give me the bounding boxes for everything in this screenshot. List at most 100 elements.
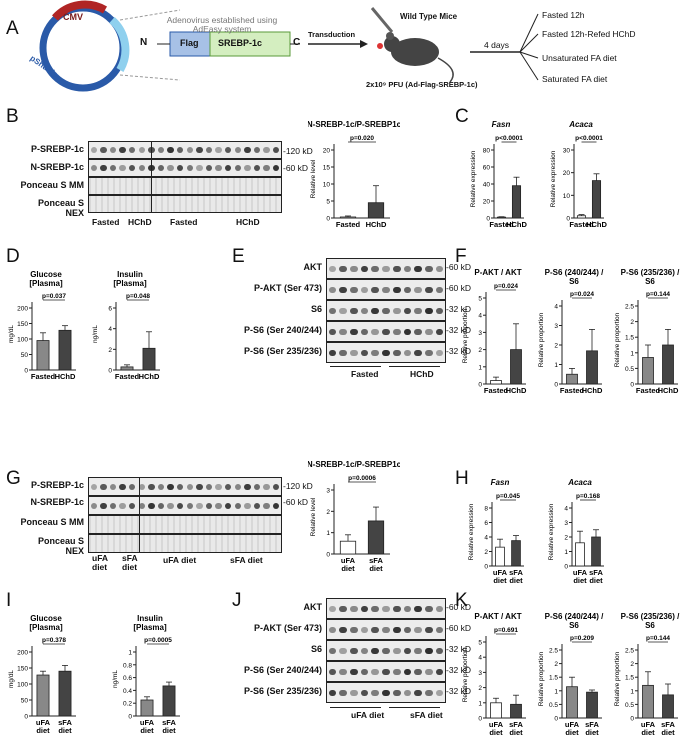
blot-band bbox=[167, 502, 174, 509]
srebp-label: SREBP-1c bbox=[218, 38, 263, 48]
blot-band bbox=[425, 349, 433, 356]
y-axis-label: Relative level bbox=[310, 159, 317, 198]
blot-band bbox=[328, 689, 337, 696]
blot-band bbox=[148, 483, 155, 490]
blot-band bbox=[435, 307, 444, 314]
panel-label-i: I bbox=[6, 590, 12, 611]
x-tick-label: sFA bbox=[585, 720, 599, 729]
y-tick-label: 10 bbox=[563, 193, 571, 200]
blot-band bbox=[109, 165, 117, 171]
blot-band bbox=[339, 328, 347, 335]
y-tick-label: 60 bbox=[483, 165, 491, 172]
x-tick-label: uFA bbox=[489, 720, 504, 729]
chart-subtitle: S6 bbox=[645, 277, 655, 286]
y-axis-label: Relative expression bbox=[550, 150, 557, 207]
chart-subtitle: [Plasma] bbox=[113, 279, 147, 288]
blot-strip bbox=[88, 496, 282, 515]
y-tick-label: 3 bbox=[478, 670, 482, 677]
blot-band bbox=[392, 328, 401, 335]
y-axis-label: Relative level bbox=[310, 497, 317, 536]
x-tick-label: uFA bbox=[140, 718, 155, 727]
blot-divider bbox=[151, 142, 152, 158]
blot-band bbox=[360, 307, 369, 314]
syringe-icon bbox=[370, 7, 394, 33]
blot-band bbox=[435, 265, 444, 272]
p-value-label: p<0.0001 bbox=[495, 135, 523, 142]
blot-g-row-0: P-SREBP-1c bbox=[30, 480, 84, 490]
y-axis-label: Relative proportion bbox=[614, 312, 621, 367]
chart-title: Glucose bbox=[30, 270, 62, 279]
y-tick-label: 1 bbox=[554, 362, 558, 369]
blot-band bbox=[148, 502, 155, 509]
blot-b-group-0: Fasted bbox=[92, 217, 120, 227]
mouse-icon bbox=[391, 38, 439, 66]
blot-row-label: P-S6 (Ser 240/244) bbox=[243, 325, 322, 335]
y-tick-label: 1.5 bbox=[625, 675, 634, 682]
y-axis-label: Relative proportion bbox=[614, 651, 621, 706]
blot-group-label: Fasted bbox=[351, 369, 379, 379]
blot-band bbox=[339, 668, 347, 675]
chart-title: Glucose bbox=[30, 614, 62, 623]
blot-band bbox=[403, 265, 412, 272]
y-tick-label: 1 bbox=[326, 530, 330, 537]
blot-band bbox=[403, 605, 412, 612]
y-tick-label: 0.4 bbox=[123, 688, 132, 695]
blot-band bbox=[339, 605, 347, 612]
blot-band bbox=[339, 647, 347, 654]
y-axis-label: Relative proportion bbox=[538, 651, 545, 706]
blot-g-kd-0: -120 kD bbox=[283, 481, 313, 491]
bar bbox=[662, 694, 674, 719]
x-tick-label: diet bbox=[573, 576, 587, 585]
blot-g-group-3: diet bbox=[122, 562, 138, 572]
y-tick-label: 1.5 bbox=[625, 335, 634, 342]
blot-band bbox=[360, 265, 369, 272]
blot-band bbox=[157, 502, 165, 509]
blot-band bbox=[371, 286, 380, 293]
bar bbox=[36, 674, 50, 717]
blot-band bbox=[176, 502, 184, 509]
blot-band bbox=[263, 147, 270, 153]
blot-divider bbox=[151, 178, 152, 194]
blot-band bbox=[425, 286, 433, 293]
x-tick-label: HChD bbox=[366, 220, 387, 229]
bar bbox=[566, 686, 578, 719]
blot-band bbox=[392, 349, 401, 356]
bar bbox=[58, 329, 72, 371]
y-tick-label: 2.5 bbox=[549, 648, 558, 655]
y-tick-label: 1.5 bbox=[549, 675, 558, 682]
schematic-a bbox=[39, 0, 539, 92]
x-tick-label: Fasted bbox=[115, 372, 140, 381]
blot-group-label: sFA diet bbox=[410, 710, 443, 720]
chart-title: Insulin bbox=[117, 270, 143, 279]
y-tick-label: 3 bbox=[478, 330, 482, 337]
blot-band bbox=[425, 689, 433, 696]
bar bbox=[142, 347, 156, 371]
blot-band bbox=[263, 165, 270, 171]
blot-band bbox=[349, 668, 358, 675]
blot-strip bbox=[326, 279, 446, 300]
y-tick-label: 2 bbox=[478, 685, 482, 692]
y-tick-label: 1 bbox=[630, 350, 634, 357]
x-tick-label: uFA bbox=[641, 720, 656, 729]
bar bbox=[510, 349, 522, 385]
chart-i-glucose: Glucose[Plasma]050100150200mg/dLuFAdiets… bbox=[8, 614, 76, 735]
y-tick-label: 0 bbox=[484, 564, 488, 571]
y-axis-label: Relative proportion bbox=[462, 308, 469, 363]
y-tick-label: 15 bbox=[323, 165, 331, 172]
y-axis-label: ng/mL bbox=[92, 325, 99, 343]
chart-title: P-AKT / AKT bbox=[474, 268, 521, 277]
blot-group-bar bbox=[330, 707, 381, 708]
y-tick-label: 3 bbox=[554, 323, 558, 330]
blot-band bbox=[196, 502, 203, 509]
chart-title: N-SREBP-1c/P-SREBP1c bbox=[308, 120, 400, 129]
blot-band bbox=[392, 647, 401, 654]
bar bbox=[642, 684, 654, 719]
blot-band bbox=[196, 147, 203, 153]
blot-kd-label: -32 kD bbox=[446, 665, 472, 675]
srebp-box bbox=[209, 31, 291, 57]
p-value-label: p=0.0006 bbox=[348, 475, 376, 482]
blot-band bbox=[382, 689, 390, 696]
flag-label: Flag bbox=[180, 38, 199, 48]
